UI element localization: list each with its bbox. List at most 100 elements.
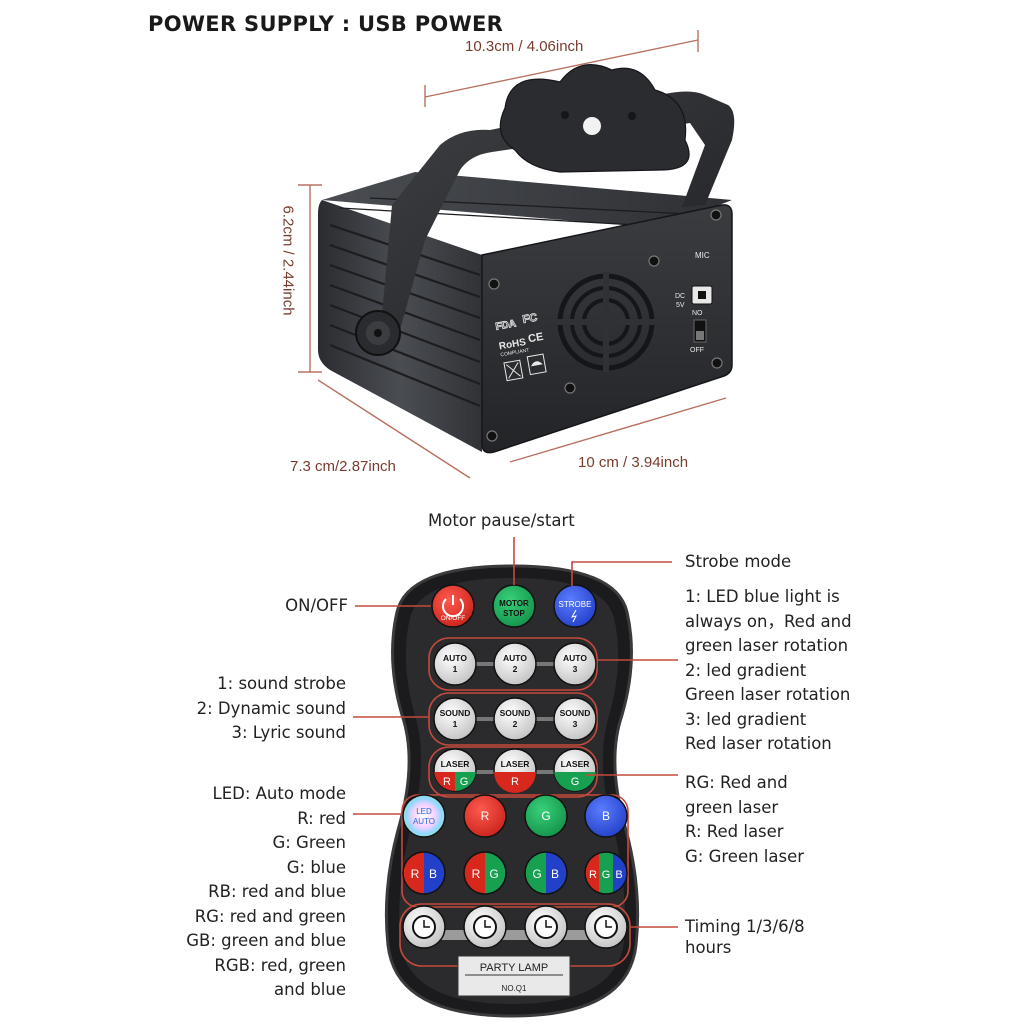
timer-8h-button[interactable]	[584, 905, 628, 949]
laser-g-button[interactable]	[553, 748, 597, 792]
sound-2-button[interactable]	[493, 697, 537, 741]
led-rg-button[interactable]	[463, 851, 507, 895]
rohs-compliant-mark: COMPLIANT	[500, 347, 530, 358]
ce-mark: CE	[527, 331, 544, 345]
strobe-annotation: Strobe mode	[685, 552, 792, 571]
led-gb-letter-b: B	[551, 867, 559, 881]
keep-dry-icon	[526, 353, 547, 376]
timing-annotation-line: Timing 1/3/6/8	[685, 917, 805, 936]
remote-brand: PARTY LAMP	[480, 962, 548, 974]
power-button[interactable]	[431, 584, 475, 628]
timing-annotation: Timing 1/3/6/8 hours	[685, 916, 805, 958]
fda-mark: FDA	[495, 318, 517, 332]
led-annotation-line: GB: green and blue	[186, 931, 346, 950]
auto-1-number: 1	[453, 664, 458, 674]
led-rgb-letter-g: G	[602, 869, 611, 881]
sound-1-label: SOUND	[440, 708, 471, 718]
auto-annotation-line: 1: LED blue light is	[685, 587, 840, 606]
timer-3h-button[interactable]	[463, 905, 507, 949]
laser-annotation: RG: Red and green laser R: Red laser G: …	[685, 771, 804, 869]
led-annotation-line: G: Green	[272, 833, 346, 852]
led-green-letter: G	[541, 809, 550, 823]
motor-button-label-line2: STOP	[503, 609, 525, 618]
motor-annotation: Motor pause/start	[428, 511, 575, 530]
sound-annotation-line: 3: Lyric sound	[231, 723, 346, 742]
auto-1-button[interactable]	[433, 642, 477, 686]
led-rgb-letter-r: R	[589, 869, 597, 881]
led-rgb-button[interactable]	[584, 851, 628, 895]
sound-1-button[interactable]	[433, 697, 477, 741]
auto-1-label: AUTO	[443, 653, 467, 663]
motor-button-label-line1: MOTOR	[499, 599, 529, 608]
laser-annotation-line: R: Red laser	[685, 822, 784, 841]
timer-1h-button[interactable]	[402, 905, 446, 949]
auto-3-number: 3	[573, 664, 578, 674]
led-annotation-line: G: blue	[286, 857, 346, 877]
remote-model: NO.Q1	[502, 984, 527, 993]
led-auto-label-line1: LED	[416, 807, 432, 816]
sound-3-number: 3	[573, 719, 578, 729]
power-button-label: ON/OFF	[441, 615, 466, 622]
switch-off-label: OFF	[690, 347, 704, 354]
led-rb-letter-b: B	[429, 867, 437, 881]
timer-6h-button[interactable]	[524, 905, 568, 949]
laser-rg-letter-g: G	[460, 776, 469, 788]
remote-control: ON/OFF MOTOR STOP STROBE AUTO 1 AUTO 2 A…	[353, 537, 678, 1018]
led-annotation-line: R: red	[297, 808, 346, 828]
strobe-button[interactable]	[553, 584, 597, 628]
led-rg-letter-r: R	[472, 867, 481, 881]
led-auto-label-line2: AUTO	[413, 817, 435, 826]
rohs-mark: RoHS	[498, 337, 527, 353]
led-annotation-line: RG: red and green	[194, 906, 346, 926]
sound-annotation: 1: sound strobe 2: Dynamic sound 3: Lyri…	[150, 672, 346, 746]
auto-annotation-line: green laser rotation	[685, 636, 849, 655]
auto-3-label: AUTO	[563, 653, 587, 663]
auto-2-button[interactable]	[493, 642, 537, 686]
laser-g-letter: G	[571, 776, 580, 788]
led-rb-button[interactable]	[402, 851, 446, 895]
laser-annotation-line: green laser	[685, 797, 779, 817]
auto-annotation-line: Green laser rotation	[685, 685, 851, 704]
led-green-button[interactable]	[524, 794, 568, 838]
led-blue-letter: B	[602, 809, 610, 823]
dc-label: DC	[675, 293, 685, 300]
laser-rg-label: LASER	[441, 759, 470, 769]
auto-annotation-line: 2: led gradient	[685, 660, 807, 680]
sound-3-label: SOUND	[560, 708, 591, 718]
timing-annotation-line: hours	[685, 938, 732, 957]
laser-g-label: LASER	[561, 759, 590, 769]
dimension-depth-label: 7.3 cm/2.87inch	[290, 458, 396, 475]
led-auto-button[interactable]	[402, 794, 446, 838]
weee-bin-icon	[503, 359, 524, 382]
led-annotation-line: RGB: red, green	[214, 955, 346, 975]
led-gb-button[interactable]	[524, 851, 568, 895]
led-rg-letter-g: G	[489, 867, 498, 881]
led-annotation-line: LED: Auto mode	[212, 784, 346, 803]
dimension-top-label: 10.3cm / 4.06inch	[465, 38, 584, 55]
auto-3-button[interactable]	[553, 642, 597, 686]
laser-rg-button[interactable]	[433, 748, 477, 792]
led-gb-letter-g: G	[532, 867, 541, 881]
volt-label: 5V	[676, 302, 685, 309]
mic-label: MIC	[695, 251, 710, 260]
laser-r-letter: R	[511, 776, 519, 788]
sound-2-number: 2	[513, 719, 518, 729]
auto-2-number: 2	[513, 664, 518, 674]
led-annotation: LED: Auto mode R: red G: Green G: blue R…	[140, 782, 346, 1003]
auto-annotation-line: always on，Red and	[685, 611, 852, 631]
laser-rg-letter-r: R	[443, 776, 451, 788]
sound-3-button[interactable]	[553, 697, 597, 741]
dimension-width-label: 10 cm / 3.94inch	[578, 454, 689, 471]
switch-no-label: NO	[692, 310, 703, 317]
led-annotation-line: RB: red and blue	[208, 882, 346, 901]
lightning-icon	[570, 609, 577, 623]
auto-annotation-line: 3: led gradient	[685, 709, 807, 729]
sound-1-number: 1	[453, 719, 458, 729]
led-rb-letter-r: R	[411, 867, 420, 881]
auto-annotation: 1: LED blue light is always on，Red and g…	[685, 585, 852, 757]
led-blue-button[interactable]	[584, 794, 628, 838]
led-red-button[interactable]	[463, 794, 507, 838]
led-rgb-letter-b: B	[615, 869, 622, 881]
auto-annotation-line: Red laser rotation	[685, 734, 832, 753]
sound-annotation-line: 1: sound strobe	[217, 674, 346, 693]
